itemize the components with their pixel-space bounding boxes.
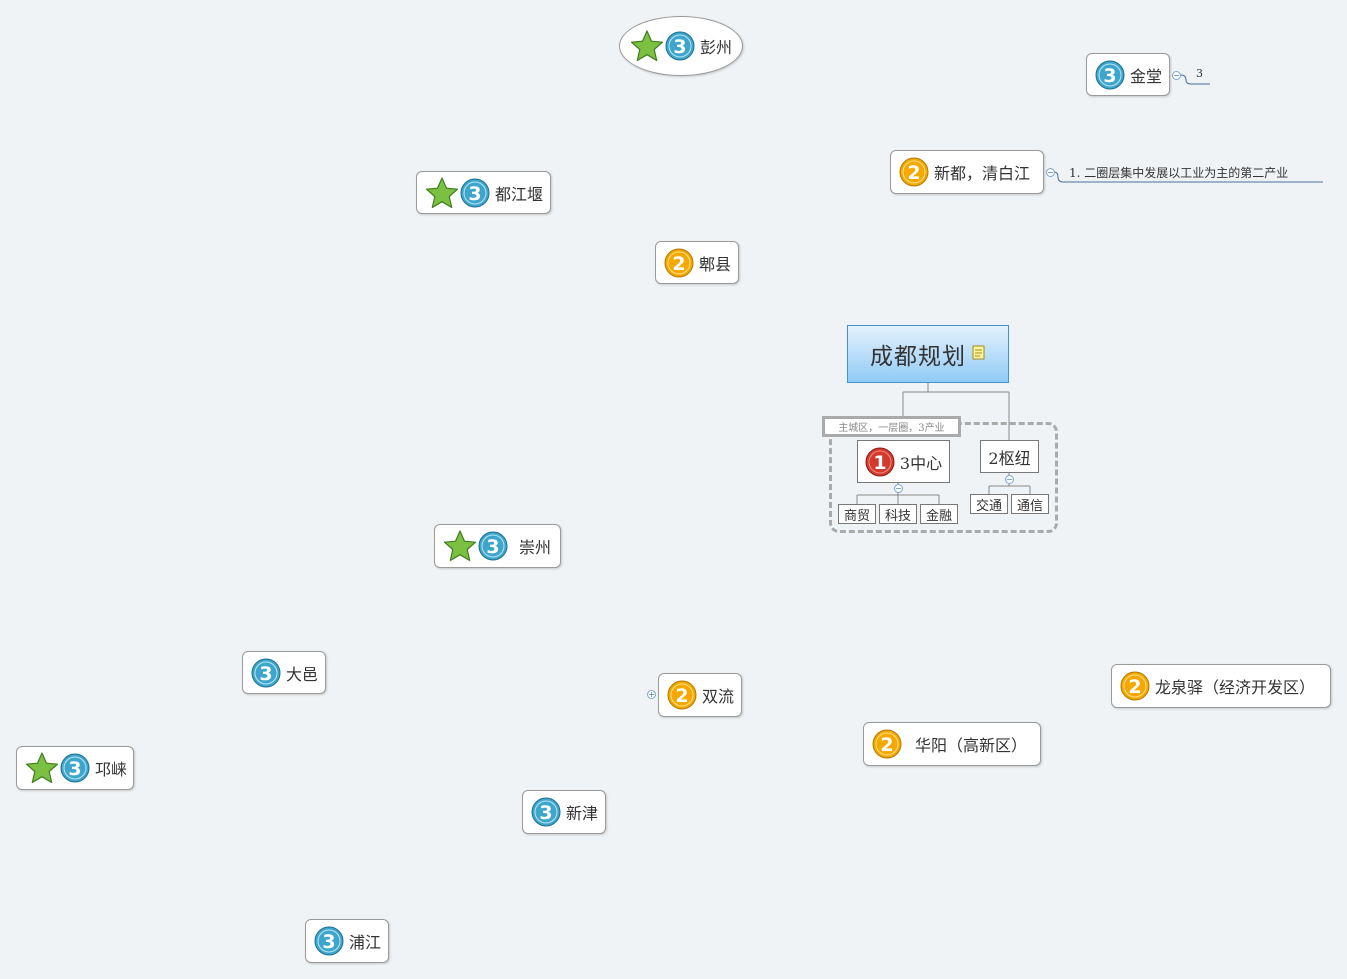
jintang-note[interactable]: 3 bbox=[1196, 67, 1203, 80]
priority-3-icon: 3 bbox=[478, 531, 508, 561]
svg-text:3: 3 bbox=[539, 802, 552, 824]
topic-jintang[interactable]: 3 金堂 bbox=[1086, 53, 1170, 96]
priority-3-icon: 3 bbox=[665, 31, 695, 61]
subtopic-centers-label: 3中心 bbox=[899, 453, 943, 473]
priority-2-icon: 2 bbox=[1120, 671, 1150, 701]
note-icon[interactable] bbox=[972, 341, 986, 367]
topic-longquanyi[interactable]: 2 龙泉驿（经济开发区） bbox=[1111, 664, 1331, 708]
svg-text:3: 3 bbox=[259, 663, 272, 685]
topic-label: 华阳（高新区） bbox=[915, 736, 1028, 755]
priority-2-icon: 2 bbox=[872, 729, 902, 759]
topic-xinjin[interactable]: 3 新津 bbox=[522, 790, 606, 834]
collapse-toggle-centers[interactable]: − bbox=[894, 484, 903, 493]
priority-3-icon: 3 bbox=[531, 797, 561, 827]
svg-text:3: 3 bbox=[468, 183, 481, 205]
priority-3-icon: 3 bbox=[251, 658, 281, 688]
priority-3-icon: 3 bbox=[1095, 60, 1125, 90]
topic-xindu[interactable]: 2 新都，清白江 bbox=[890, 150, 1044, 194]
topic-label: 金堂 bbox=[1130, 66, 1163, 86]
star-icon bbox=[25, 751, 59, 785]
priority-3-icon: 3 bbox=[460, 178, 490, 208]
xindu-note[interactable]: 1. 二圈层集中发展以工业为主的第二产业 bbox=[1069, 166, 1289, 180]
star-icon bbox=[443, 529, 477, 563]
priority-2-icon: 2 bbox=[667, 680, 697, 710]
priority-3-icon: 3 bbox=[314, 926, 344, 956]
topic-pengzhou[interactable]: 3 彭州 bbox=[619, 16, 743, 76]
star-icon bbox=[425, 176, 459, 210]
boundary-label[interactable]: 主城区，一层圈，3产业 bbox=[822, 416, 961, 437]
topic-label: 龙泉驿（经济开发区） bbox=[1155, 678, 1316, 697]
expand-toggle-shuangliu[interactable]: + bbox=[647, 690, 656, 699]
svg-text:2: 2 bbox=[675, 685, 688, 707]
topic-label: 双流 bbox=[702, 687, 735, 706]
priority-1-icon: 1 bbox=[865, 447, 895, 477]
collapse-toggle-xindu[interactable]: − bbox=[1046, 168, 1055, 177]
leaf-telecom[interactable]: 通信 bbox=[1011, 494, 1049, 514]
central-topic[interactable]: 成都规划 bbox=[847, 325, 1009, 383]
topic-dayi[interactable]: 3 大邑 bbox=[242, 651, 326, 694]
priority-2-icon: 2 bbox=[664, 248, 694, 278]
leaf-technology[interactable]: 科技 bbox=[879, 504, 917, 524]
leaf-commerce[interactable]: 商贸 bbox=[838, 504, 876, 524]
collapse-toggle-jintang[interactable]: − bbox=[1172, 71, 1181, 80]
star-icon bbox=[630, 29, 664, 63]
topic-label: 郫县 bbox=[699, 254, 732, 274]
svg-text:2: 2 bbox=[1128, 676, 1141, 698]
topic-pixian[interactable]: 2 郫县 bbox=[655, 241, 739, 284]
topic-qionglai[interactable]: 3 邛崃 bbox=[16, 746, 134, 790]
topic-shuangliu[interactable]: 2 双流 bbox=[658, 673, 742, 717]
central-topic-title: 成都规划 bbox=[870, 344, 966, 370]
collapse-toggle-hubs[interactable]: − bbox=[1005, 475, 1014, 484]
topic-dujiangyan[interactable]: 3 都江堰 bbox=[416, 171, 551, 214]
topic-label: 浦江 bbox=[349, 933, 382, 952]
subtopic-centers[interactable]: 1 3中心 bbox=[857, 440, 950, 483]
topic-label: 新津 bbox=[566, 804, 599, 823]
topic-label: 崇州 bbox=[519, 538, 552, 557]
topic-chongzhou[interactable]: 3 崇州 bbox=[434, 524, 561, 568]
svg-text:3: 3 bbox=[673, 36, 686, 58]
priority-2-icon: 2 bbox=[899, 157, 929, 187]
topic-label: 都江堰 bbox=[495, 184, 544, 204]
topic-label: 大邑 bbox=[286, 664, 319, 684]
svg-text:1: 1 bbox=[873, 452, 886, 474]
leaf-finance[interactable]: 金融 bbox=[920, 504, 958, 524]
svg-text:2: 2 bbox=[880, 734, 893, 756]
topic-huayang[interactable]: 2 华阳（高新区） bbox=[863, 722, 1041, 766]
svg-text:3: 3 bbox=[322, 931, 335, 953]
svg-text:3: 3 bbox=[486, 536, 499, 558]
svg-text:2: 2 bbox=[907, 162, 920, 184]
topic-label: 彭州 bbox=[699, 38, 732, 57]
priority-3-icon: 3 bbox=[60, 753, 90, 783]
svg-text:3: 3 bbox=[68, 758, 81, 780]
svg-text:2: 2 bbox=[672, 253, 685, 275]
topic-label: 邛崃 bbox=[95, 760, 128, 779]
svg-text:3: 3 bbox=[1103, 65, 1116, 87]
subtopic-hubs[interactable]: 2枢纽 bbox=[980, 440, 1039, 473]
topic-label: 新都，清白江 bbox=[934, 164, 1031, 183]
leaf-transport[interactable]: 交通 bbox=[970, 494, 1008, 514]
topic-pujiang[interactable]: 3 浦江 bbox=[305, 919, 389, 963]
